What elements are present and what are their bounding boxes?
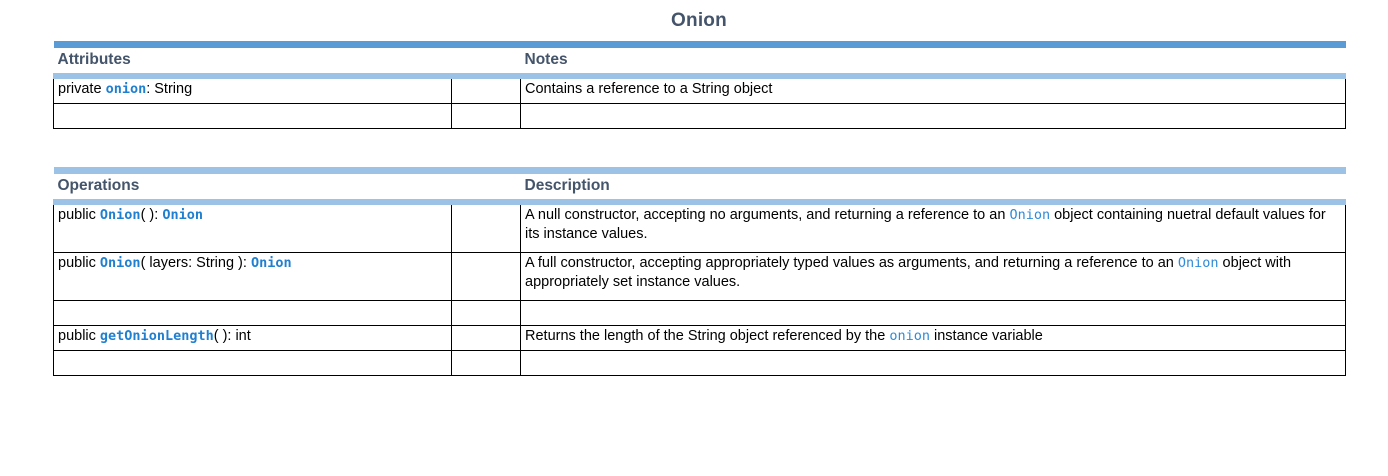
text-run: A full constructor, accepting appropriat… [525,255,1178,271]
operations-header-row: Operations Description [53,174,1346,205]
attributes-header-gap [451,48,521,79]
operation-spacer-cell [451,300,521,326]
operation-spacer-cell [451,325,521,351]
code-identifier: getOnionLength [99,328,214,344]
code-identifier: onion [889,328,930,344]
operation-description-cell [520,350,1346,376]
text-run: Contains a reference to a String object [525,81,773,97]
attributes-table: Attributes Notes private onion: String C… [53,41,1346,129]
code-identifier: Onion [99,255,141,271]
text-run: public [58,255,100,271]
text-run: : String [146,81,193,97]
operation-description-cell: A full constructor, accepting appropriat… [520,252,1346,301]
text-run: ( layers: String ): [140,255,251,271]
text-run: ( ): int [213,328,251,344]
code-identifier: Onion [1009,207,1051,223]
operations-top-rule [53,167,1346,174]
text-run: A null constructor, accepting no argumen… [525,207,1010,223]
attributes-header-right: Notes [520,48,1346,79]
text-run: public [58,207,100,223]
operation-signature-cell [53,350,452,376]
operation-description-cell: A null constructor, accepting no argumen… [520,201,1346,253]
text-run: public [58,328,100,344]
attribute-row[interactable] [53,103,1346,129]
operation-row[interactable] [53,300,1346,326]
code-identifier: Onion [162,207,203,223]
attributes-header-row: Attributes Notes [53,48,1346,79]
operation-spacer-cell [451,201,521,253]
operation-description-cell: Returns the length of the String object … [520,325,1346,351]
text-run: object with appropriately set instance v… [525,255,1292,291]
operation-spacer-cell [451,350,521,376]
operations-header-left: Operations [53,174,452,205]
attributes-top-rule [53,41,1346,48]
attribute-signature-cell [53,103,452,129]
attributes-header-left: Attributes [53,48,452,79]
operation-spacer-cell [451,252,521,301]
code-identifier: Onion [99,207,141,223]
attribute-spacer-cell [451,75,521,104]
operation-row[interactable] [53,350,1346,376]
operations-header-gap [451,174,521,205]
operations-table-body: Operations Description public Onion( ): … [53,167,1346,376]
rule-bar [53,167,1346,174]
operation-row[interactable]: public Onion( layers: String ): Onion A … [53,252,1346,301]
rule-bar [53,41,1346,48]
operation-signature-cell [53,300,452,326]
text-run: ( ): [140,207,163,223]
operation-description-cell [520,300,1346,326]
attribute-signature-cell: private onion: String [53,75,452,104]
text-run: instance variable [929,328,1043,344]
operations-header-right: Description [520,174,1346,205]
attributes-table-body: Attributes Notes private onion: String C… [53,41,1346,129]
code-identifier: onion [105,81,147,97]
operation-signature-cell: public Onion( layers: String ): Onion [53,252,452,301]
operation-row[interactable]: public getOnionLength( ): int Returns th… [53,325,1346,351]
code-identifier: Onion [250,255,292,271]
attribute-row[interactable]: private onion: String Contains a referen… [53,75,1346,104]
operation-signature-cell: public Onion( ): Onion [53,201,452,253]
text-run: object containing nuetral default values… [525,207,1326,243]
text-run: Returns the length of the String object … [525,328,890,344]
operation-signature-cell: public getOnionLength( ): int [53,325,452,351]
attribute-description-cell [520,103,1346,129]
operation-row[interactable]: public Onion( ): Onion A null constructo… [53,201,1346,253]
text-run: private [58,81,106,97]
attribute-spacer-cell [451,103,521,129]
class-title: Onion [671,10,727,31]
attribute-description-cell: Contains a reference to a String object [520,75,1346,104]
code-identifier: Onion [1177,255,1219,271]
operations-table: Operations Description public Onion( ): … [53,167,1346,376]
